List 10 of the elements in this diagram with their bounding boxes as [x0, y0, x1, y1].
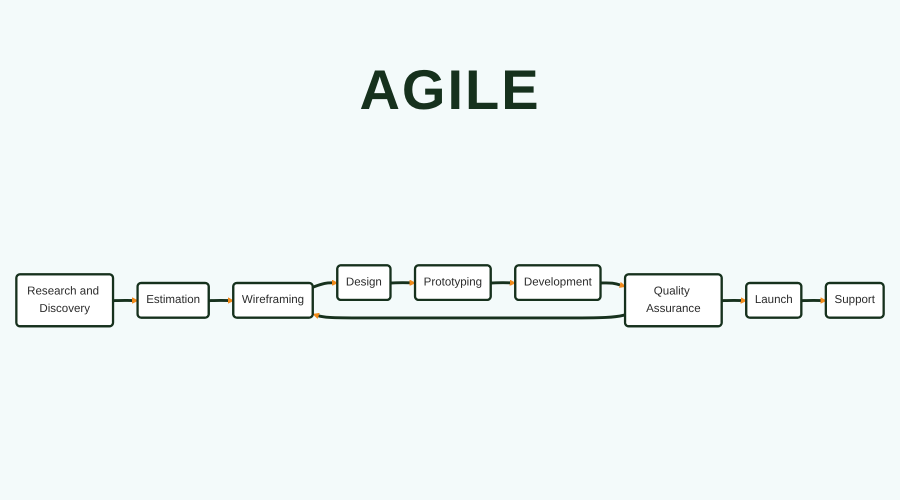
heading-label: AGILE: [359, 56, 541, 122]
arrow: [312, 312, 626, 320]
arrow: [209, 297, 234, 304]
arrow: [491, 279, 516, 286]
arrow: [722, 297, 747, 304]
arrow: [312, 279, 338, 288]
arrow: [113, 297, 138, 304]
arrow: [390, 279, 416, 286]
arrow: [600, 281, 626, 288]
arrow: [802, 297, 827, 304]
